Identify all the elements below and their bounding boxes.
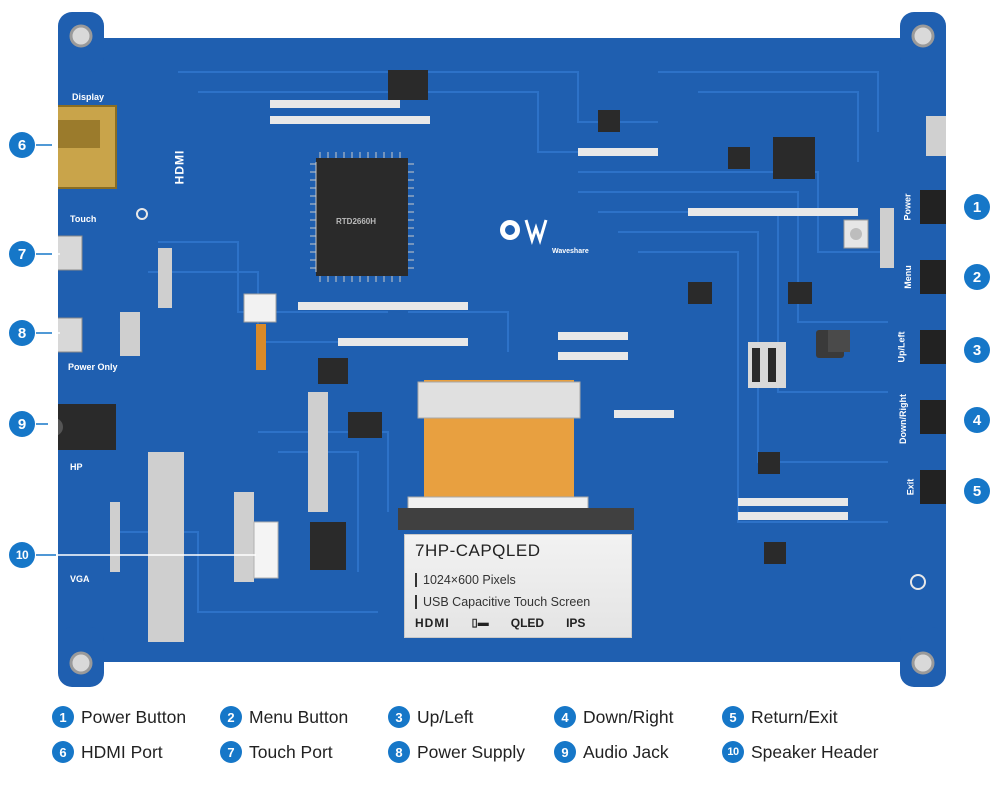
- callout-9: 9: [9, 411, 35, 437]
- badge-hdmi: HDMI: [415, 616, 450, 630]
- callout-4: 4: [964, 407, 990, 433]
- legend: 1 Power Button 2 Menu Button 3 Up/Left 4…: [52, 702, 952, 782]
- callout-8: 8: [9, 320, 35, 346]
- legend-item-return-exit: 5 Return/Exit: [722, 706, 838, 728]
- silk-display: Display: [72, 92, 105, 102]
- silk-brand: Waveshare: [552, 248, 589, 255]
- legend-label: HDMI Port: [81, 741, 163, 762]
- legend-label: Return/Exit: [751, 706, 838, 727]
- product-badges: HDMI ▯▬ QLED IPS: [415, 616, 585, 630]
- callout-7: 7: [9, 241, 35, 267]
- legend-label: Touch Port: [249, 741, 333, 762]
- legend-label: Down/Right: [583, 706, 674, 727]
- product-model: 7HP-CAPQLED: [415, 541, 541, 560]
- legend-item-speaker-header: 10 Speaker Header: [722, 741, 878, 763]
- legend-label: Power Supply: [417, 741, 525, 762]
- callout-10: 10: [9, 542, 35, 568]
- callout-2: 2: [964, 264, 990, 290]
- product-label: 7HP-CAPQLED 1024×600 Pixels USB Capaciti…: [404, 534, 632, 638]
- legend-label: Speaker Header: [751, 741, 879, 762]
- legend-number: 6: [52, 741, 74, 763]
- legend-label: Menu Button: [249, 706, 349, 727]
- legend-item-hdmi-port: 6 HDMI Port: [52, 741, 163, 763]
- legend-item-down-right: 4 Down/Right: [554, 706, 673, 728]
- callout-3: 3: [964, 337, 990, 363]
- legend-item-audio-jack: 9 Audio Jack: [554, 741, 669, 763]
- legend-label: Power Button: [81, 706, 187, 727]
- badge-qled: QLED: [510, 616, 545, 630]
- legend-number: 5: [722, 706, 744, 728]
- usb-icon: ▯▬: [471, 617, 489, 629]
- legend-number: 8: [388, 741, 410, 763]
- legend-number: 9: [554, 741, 576, 763]
- legend-label: Audio Jack: [583, 741, 669, 762]
- legend-item-power-supply: 8 Power Supply: [388, 741, 525, 763]
- legend-number: 4: [554, 706, 576, 728]
- callout-6: 6: [9, 132, 35, 158]
- callout-1: 1: [964, 194, 990, 220]
- product-touch-type: USB Capacitive Touch Screen: [415, 595, 590, 609]
- legend-number: 10: [722, 741, 744, 763]
- silk-power-only: Power Only: [68, 362, 118, 372]
- silk-hp: HP: [70, 462, 83, 472]
- legend-number: 3: [388, 706, 410, 728]
- legend-number: 7: [220, 741, 242, 763]
- silk-vga: VGA: [70, 574, 90, 584]
- chip-marking: RTD2660H: [336, 217, 377, 226]
- waveshare-logo-icon: [498, 210, 548, 250]
- silk-touch: Touch: [70, 214, 97, 224]
- pcb-graphic: [58, 12, 946, 687]
- badge-ips: IPS: [566, 616, 586, 630]
- product-resolution: 1024×600 Pixels: [415, 573, 516, 587]
- legend-number: 2: [220, 706, 242, 728]
- pcb-board: Display HDMI Touch Power Only HP VGA Pow…: [58, 12, 946, 687]
- legend-item-up-left: 3 Up/Left: [388, 706, 473, 728]
- legend-item-touch-port: 7 Touch Port: [220, 741, 333, 763]
- legend-label: Up/Left: [417, 706, 474, 727]
- legend-number: 1: [52, 706, 74, 728]
- legend-item-menu-button: 2 Menu Button: [220, 706, 348, 728]
- callout-5: 5: [964, 478, 990, 504]
- legend-item-power-button: 1 Power Button: [52, 706, 186, 728]
